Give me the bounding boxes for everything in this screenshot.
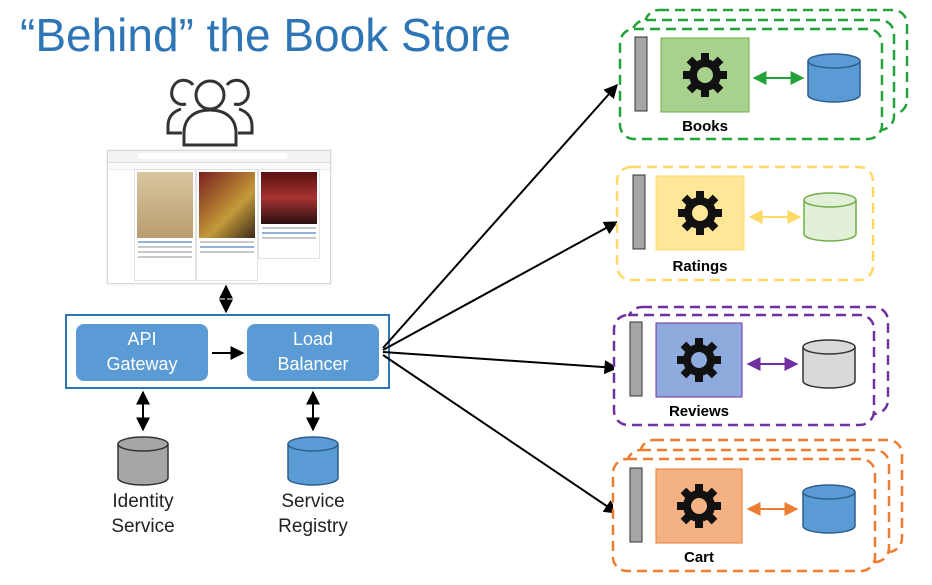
- ratings-label: Ratings: [672, 258, 728, 275]
- balancer-service-arrows: [382, 83, 619, 514]
- registry-database-icon: [287, 436, 339, 486]
- books-bar: [634, 36, 648, 112]
- cart-box: [655, 468, 743, 544]
- ratings-bar: [632, 174, 646, 250]
- book-card: [134, 169, 196, 281]
- reviews-bar: [629, 321, 643, 397]
- users-icon: [166, 78, 254, 147]
- cart-bar: [629, 467, 643, 543]
- load-balancer-box: [247, 324, 379, 381]
- reviews-label: Reviews: [668, 403, 730, 420]
- cart-gear-icon: [677, 484, 721, 528]
- cart-database-icon: [802, 484, 856, 534]
- reviews-gear-icon: [677, 338, 721, 382]
- ratings-gear-icon: [678, 191, 722, 235]
- books-database-icon: [807, 53, 861, 103]
- api-gateway-box: [76, 324, 208, 381]
- book-card: [196, 169, 258, 281]
- books-label: Books: [682, 118, 728, 135]
- browser-screenshot: [107, 150, 331, 284]
- books-gear-icon: [683, 53, 727, 97]
- reviews-database-icon: [802, 339, 856, 389]
- identity-database-icon: [117, 436, 169, 486]
- book-card: [258, 169, 320, 259]
- ratings-database-icon: [803, 192, 857, 242]
- cart-label: Cart: [683, 549, 714, 566]
- page-title: “Behind” the Book Store: [20, 9, 511, 61]
